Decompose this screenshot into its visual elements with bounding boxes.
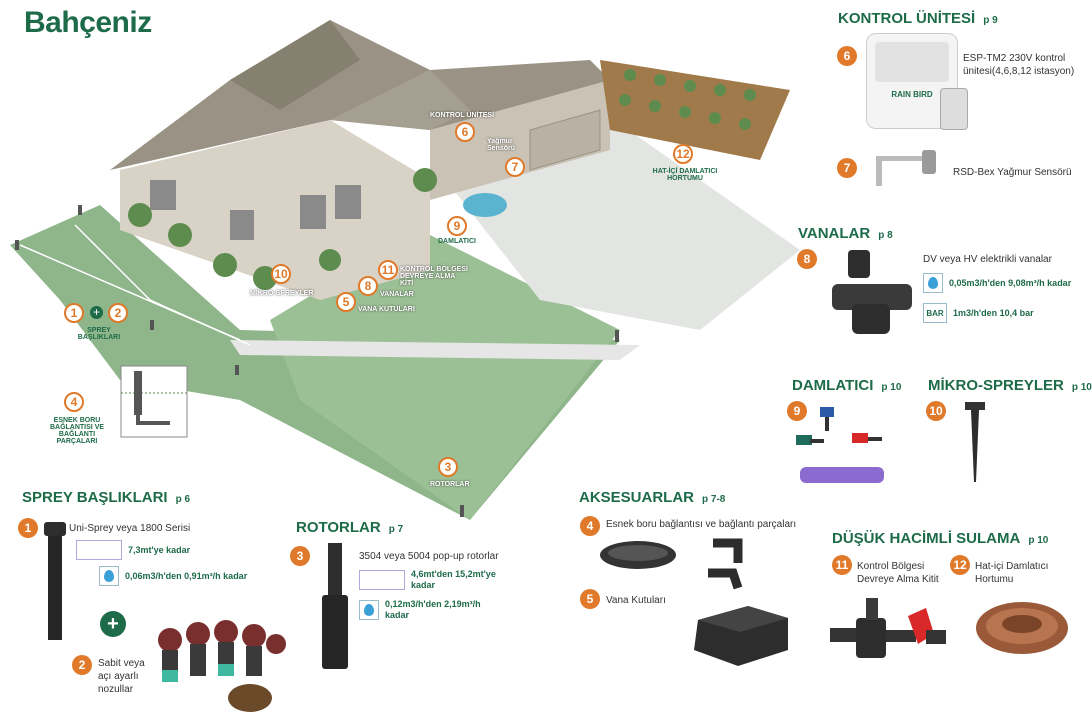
plus-icon: +: [100, 611, 126, 637]
controller-module: [940, 88, 968, 130]
sprey-item-2: Sabit veya açı ayarlı nozullar: [98, 658, 145, 695]
map-badge-3: 3: [438, 457, 458, 477]
rotor-image: [322, 543, 348, 669]
valve-box-image: [694, 606, 788, 666]
badge-3: 3: [290, 546, 310, 566]
sprey-item-1: Uni-Sprey veya 1800 Serisi: [69, 523, 191, 534]
map-badge-2: 2: [108, 303, 128, 323]
nozzles-image: [158, 620, 286, 712]
badge-12: 12: [950, 555, 970, 575]
map-badge-10: 10: [271, 264, 291, 284]
map-badge-8: 8: [358, 276, 378, 296]
garden-illustration: [10, 20, 800, 520]
map-badge-4: 4: [64, 392, 84, 412]
vanalar-item-8: DV veya HV elektrikli vanalar: [923, 254, 1052, 265]
map-badge-1: 1: [64, 303, 84, 323]
map-badge-12: 12: [673, 144, 693, 164]
map-label-damlatici: DAMLATICI: [438, 238, 476, 245]
badge-4: 4: [580, 516, 600, 536]
map-label-mikro-spreyler: MİKRO-SPREYLER: [250, 290, 314, 297]
drip-hose-image: [976, 602, 1068, 654]
vanalar-pressure-row: BAR 1m3/h'den 10,4 bar: [923, 303, 1034, 323]
map-label-sprey-basliklari: SPREY BAŞLIKLARI: [77, 327, 121, 341]
rotorlar-flow-row: 0,12m3/h'den 2,19m³/h kadar: [359, 599, 505, 621]
badge-5: 5: [580, 589, 600, 609]
map-label-vana-kutulari: VANA KUTULARI: [358, 306, 415, 313]
map-label-kontrol-unitesi: KONTROL ÜNİTESİ: [430, 112, 495, 119]
map-badge-5: 5: [336, 292, 356, 312]
badge-9: 9: [787, 401, 807, 421]
badge-2: 2: [72, 655, 92, 675]
badge-6: 6: [837, 46, 857, 66]
range-icon: [359, 570, 405, 590]
map-badge-7: 7: [505, 157, 525, 177]
page-title: Bahçeniz: [24, 6, 152, 39]
badge-1: 1: [18, 518, 38, 538]
rotorlar-range-row: 4,6mt'den 15,2mt'ye kadar: [359, 569, 511, 591]
esnek-boru-diagram: [120, 365, 188, 438]
bar-pressure-icon: BAR: [923, 303, 947, 323]
map-label-esnek-boru: ESNEK BORU BAĞLANTISI VE BAĞLANTI PARÇAL…: [49, 417, 105, 445]
range-icon: [76, 540, 122, 560]
map-label-hat-ici-damlatici: HAT-İÇİ DAMLATICI HORTUMU: [652, 168, 718, 182]
sprey-range-row: 7,3mt'ye kadar: [76, 540, 190, 560]
badge-10: 10: [926, 401, 946, 421]
aksesuarlar-item-5: Vana Kutuları: [606, 595, 666, 606]
map-label-vanalar: VANALAR: [380, 291, 414, 298]
water-drop-icon: [99, 566, 119, 586]
valve-image: [832, 250, 912, 334]
map-label-rotorlar: ROTORLAR: [430, 481, 470, 488]
drip-emitters-image: [796, 407, 884, 483]
badge-11: 11: [832, 555, 852, 575]
zone-kit-image: [830, 598, 946, 658]
dusuk-item-11: Kontrol Bölgesi Devreye Alma Kitit: [857, 561, 939, 585]
sprey-flow-row: 0,06m3/h'den 0,91m³/h kadar: [99, 566, 247, 586]
flex-pipe-image: [600, 538, 743, 590]
dusuk-item-12: Hat-içi Damlatıcı Hortumu: [975, 561, 1049, 585]
badge-8: 8: [797, 249, 817, 269]
map-plus-icon: +: [90, 306, 103, 319]
water-drop-icon: [359, 600, 379, 620]
spray-head-image: [44, 522, 66, 640]
map-badge-11: 11: [378, 260, 398, 280]
map-label-yagmur-sensoru: Yağmur Sensörü: [487, 138, 516, 152]
kontrol-item-6: ESP-TM2 230V kontrol ünitesi(4,6,8,12 is…: [963, 53, 1075, 77]
vanalar-flow-row: 0,05m3/h'den 9,08m³/h kadar: [923, 273, 1071, 293]
badge-7: 7: [837, 158, 857, 178]
map-badge-9: 9: [447, 216, 467, 236]
rotorlar-item-3: 3504 veya 5004 pop-up rotorlar: [359, 551, 499, 562]
aksesuarlar-item-4: Esnek boru bağlantısı ve bağlantı parçal…: [606, 519, 797, 530]
kontrol-item-7: RSD-Bex Yağmur Sensörü: [953, 167, 1072, 178]
map-label-kontrol-bolgesi: KONTROL BÖLGESİ DEVREYE ALMA KİTİ: [400, 266, 468, 287]
map-badge-6: 6: [455, 122, 475, 142]
micro-spray-image: [965, 402, 985, 482]
water-drop-icon: [923, 273, 943, 293]
rain-sensor-image: [876, 150, 936, 186]
